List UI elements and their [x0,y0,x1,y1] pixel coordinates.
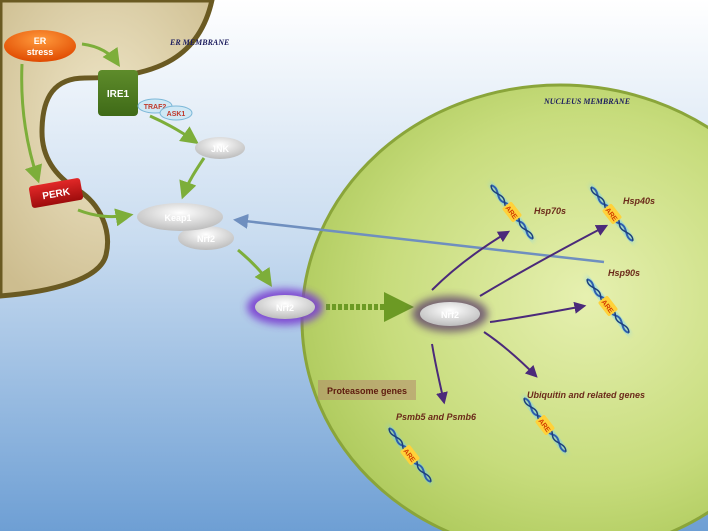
keap1-text: Keap1 [164,213,191,223]
nrf2-nuclear-oval [420,302,480,326]
arrow-to-ubiquitin [483,331,538,378]
arrow-perk-to-keap1 [77,208,134,227]
er-stress-oval [4,30,76,62]
arrow-ire1-to-jnk [149,114,199,145]
proteasome-text: Proteasome genes [327,386,407,396]
nrf2-complex-text: Nrf2 [197,234,215,244]
er-membrane-label: ER MEMBRANE [170,38,230,47]
er-cytoplasm [0,0,215,299]
traf2-text: TRAF2 [144,104,167,111]
dna-ubiquitin: ARE [522,394,568,456]
nrf2-complex-oval [178,226,234,250]
dna-hsp40: ARE [589,183,635,245]
ask1-text: ASK1 [167,111,186,118]
arrow-to-hsp40 [479,224,609,297]
dna-hsp90: ARE [585,275,631,337]
er-stress-text-1: ER [34,36,47,46]
perk-box: PERK [28,178,84,208]
ire1-box [98,70,138,116]
nrf2-nuclear-text: Nrf2 [441,310,459,320]
arrow-erstress-to-ire1 [81,42,120,67]
jnk-oval [195,137,245,159]
ubiquitin-label: Ubiquitin and related genes [527,390,646,400]
ask1-oval [159,105,193,121]
nrf2-cyto-oval [255,295,315,319]
arrow-complex-to-nrf2 [237,248,272,287]
arrow-to-hsp90 [489,301,587,323]
nrf2-cyto-text: Nrf2 [276,303,294,313]
hsp70-label: Hsp70s [534,206,567,216]
keap1-oval [137,203,223,231]
nucleus-membrane-label: NUCLEUS MEMBRANE [544,97,631,106]
arrow-to-keap1 [233,213,605,264]
psmb-label: Psmb5 and Psmb6 [396,412,477,422]
arrow-jnk-to-keap1 [179,157,206,200]
ire1-text: IRE1 [107,89,130,100]
jnk-text: JNK [211,144,230,154]
arrow-erstress-to-perk [20,63,42,184]
arrow-to-psmb [431,343,448,405]
proteasome-box [318,380,416,400]
perk-text: PERK [42,187,72,203]
er-stress-text-2: stress [27,47,54,57]
hsp40-label: Hsp40s [623,196,656,206]
hsp90-label: Hsp90s [608,268,641,278]
arrow-to-hsp70 [431,230,511,291]
